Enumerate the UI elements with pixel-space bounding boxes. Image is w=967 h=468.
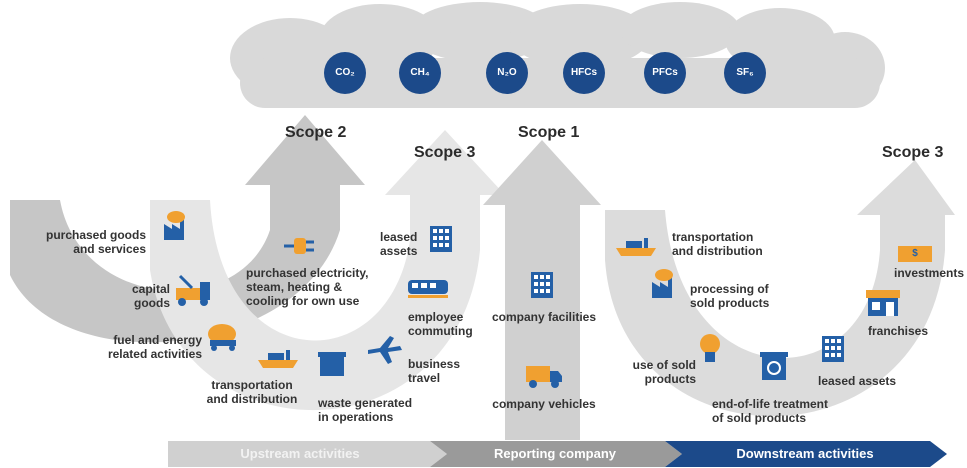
- gas-co2: CO₂: [325, 53, 365, 93]
- plug-icon: [284, 238, 314, 254]
- building-icon-company: [531, 272, 553, 298]
- scope-3-upstream-title: Scope 3: [414, 144, 476, 161]
- bar-label-reporting: Reporting company: [493, 446, 617, 461]
- label-end-of-life: end-of-life treatment of sold products: [712, 397, 829, 425]
- forklift-truck-icon: [176, 274, 210, 306]
- label-investments: investments: [894, 266, 965, 280]
- gas-hfcs: HFCs: [564, 53, 604, 93]
- label-transportation-upstream: transportation and distribution: [206, 378, 298, 406]
- label-purchased-goods: purchased goods and services: [45, 228, 146, 256]
- emissions-cloud: [230, 2, 885, 108]
- building-icon-upstream: [430, 226, 452, 252]
- bar-label-downstream: Downstream activities: [736, 446, 874, 461]
- fuel-tanker-icon: [208, 324, 236, 351]
- label-capital-goods: capital goods: [131, 282, 170, 310]
- bar-segment-downstream: [665, 441, 947, 467]
- building-icon-downstream: [822, 336, 844, 362]
- train-icon: [408, 280, 448, 298]
- label-fuel-energy: fuel and energy related activities: [107, 333, 202, 361]
- label-processing: processing of sold products: [690, 282, 770, 310]
- label-franchises: franchises: [868, 324, 929, 338]
- scope-1-title: Scope 1: [518, 124, 580, 141]
- storefront-icon: [866, 290, 900, 316]
- bar-label-upstream: Upstream activities: [240, 446, 360, 461]
- gas-ch4: CH₄: [400, 53, 440, 93]
- label-purchased-electricity: purchased electricity, steam, heating & …: [246, 266, 369, 308]
- investment-badge: $: [912, 248, 918, 259]
- gas-n2o: N₂O: [487, 53, 527, 93]
- upstream-front-arrow: [150, 130, 505, 411]
- label-transportation-downstream: transportation and distribution: [672, 230, 763, 258]
- scope-3-downstream-title: Scope 3: [882, 144, 944, 161]
- label-company-facilities: company facilities: [491, 310, 597, 324]
- waste-bin-icon: [318, 352, 346, 376]
- lightbulb-icon: [700, 334, 720, 362]
- label-use-of-sold: use of sold products: [632, 358, 696, 386]
- label-waste: waste generated in operations: [318, 396, 413, 424]
- value-chain-bar: [168, 441, 947, 467]
- bar-segment-upstream: [168, 441, 447, 467]
- gas-sf6: SF₆: [725, 53, 765, 93]
- upstream-back-arrow: [10, 115, 365, 343]
- downstream-arrow: [605, 160, 955, 417]
- scope-2-title: Scope 2: [285, 124, 347, 141]
- label-leased-assets-downstream: leased assets: [818, 374, 897, 388]
- airplane-icon: [368, 336, 402, 364]
- label-business-travel: business travel: [408, 357, 461, 385]
- label-employee-commuting: employee commuting: [408, 310, 473, 338]
- recycle-bin-icon: [760, 352, 788, 380]
- bar-segment-reporting: [430, 441, 682, 467]
- label-leased-assets-upstream: leased assets: [380, 230, 418, 258]
- label-company-vehicles: company vehicles: [492, 397, 596, 411]
- money-icon: [898, 246, 932, 262]
- gas-pfcs: PFCs: [645, 53, 685, 93]
